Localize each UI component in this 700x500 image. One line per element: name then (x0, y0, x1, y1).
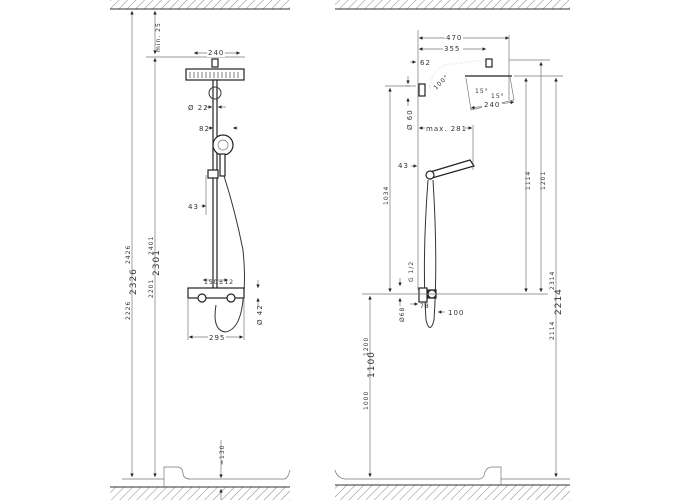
mixer-height-label: 1000 (363, 391, 370, 410)
height-label: 2226 (125, 301, 132, 320)
thermostatic-mixer (187, 287, 245, 299)
side-view: 470 355 62 100° 15° 15° 240 Ø 60 max. 28… (334, 0, 570, 500)
shower-holder (425, 170, 435, 180)
arm-angle-label: 100° (432, 73, 450, 91)
ceiling-hatch (335, 0, 570, 9)
shower-hose (423, 179, 437, 328)
total-height-label: 2214 (554, 288, 564, 315)
holder-offset-label: 43 (398, 162, 409, 170)
ceiling-hatch (110, 0, 290, 9)
mixer-centers-label: 150±12 (204, 279, 234, 286)
bracket-diameter-label: Ø 60 (406, 109, 414, 130)
hand-shower-offset-label: 82 (199, 125, 210, 133)
shower-tray (122, 466, 291, 480)
height-label: 2426 (125, 245, 132, 264)
total-height-label: 2314 (549, 271, 556, 290)
front-view: min. 25 2426 2326 2226 2401 2301 2201 24… (110, 0, 291, 500)
wall-bracket (418, 83, 426, 97)
hand-shower (429, 159, 475, 179)
max-reach-label: max. 281 (426, 125, 467, 133)
inlet-diameter-label: Ø68 (399, 307, 406, 322)
inlet-depth-label: 78 (420, 303, 430, 310)
holder-offset-label: 43 (188, 203, 199, 211)
hand-shower (212, 134, 234, 156)
shower-holder (207, 169, 219, 179)
head-width-label: 240 (208, 49, 224, 57)
wall-bracket (208, 86, 222, 100)
shower-pole (212, 79, 218, 291)
shower-tray (334, 466, 502, 485)
inlet-thread-label: G 1/2 (408, 261, 415, 282)
height-label: 2326 (129, 268, 139, 295)
head-to-mixer-label: 1114 (525, 171, 532, 190)
height-label: 2201 (148, 279, 155, 298)
mixer-projection-label: 100 (448, 309, 464, 317)
tray-height-label: ≈130 (219, 445, 226, 465)
mixer-diameter-label: Ø 42 (256, 304, 264, 325)
mixer-height-label: 1200 (363, 337, 370, 356)
wall-offset-label: 62 (420, 59, 431, 67)
floor-hatch (335, 485, 570, 500)
mixer-width-label: 295 (209, 334, 225, 342)
total-height-label: 2114 (549, 321, 556, 340)
head-to-mixer-label: 1201 (540, 171, 547, 190)
pole-diameter-label: Ø 22 (188, 104, 209, 112)
head-width-label: 240 (484, 101, 500, 109)
bracket-to-mixer-label: 1034 (383, 186, 390, 205)
head-tilt-label: 15° (475, 88, 489, 95)
shower-hose (214, 175, 245, 333)
overhead-shower (185, 68, 245, 81)
floor-hatch (110, 487, 290, 500)
arm-reach-label: 355 (444, 45, 460, 53)
min-ceiling-label: min. 25 (155, 22, 162, 52)
arm-total-label: 470 (446, 34, 462, 42)
head-connector (211, 58, 219, 68)
height-label: 2401 (148, 236, 155, 255)
mixer-height-label: 1100 (367, 351, 377, 378)
height-label: 2301 (152, 249, 162, 276)
wall-inlet (418, 287, 428, 303)
head-tilt-label: 15° (491, 93, 505, 100)
shower-pole-arm (429, 59, 487, 300)
